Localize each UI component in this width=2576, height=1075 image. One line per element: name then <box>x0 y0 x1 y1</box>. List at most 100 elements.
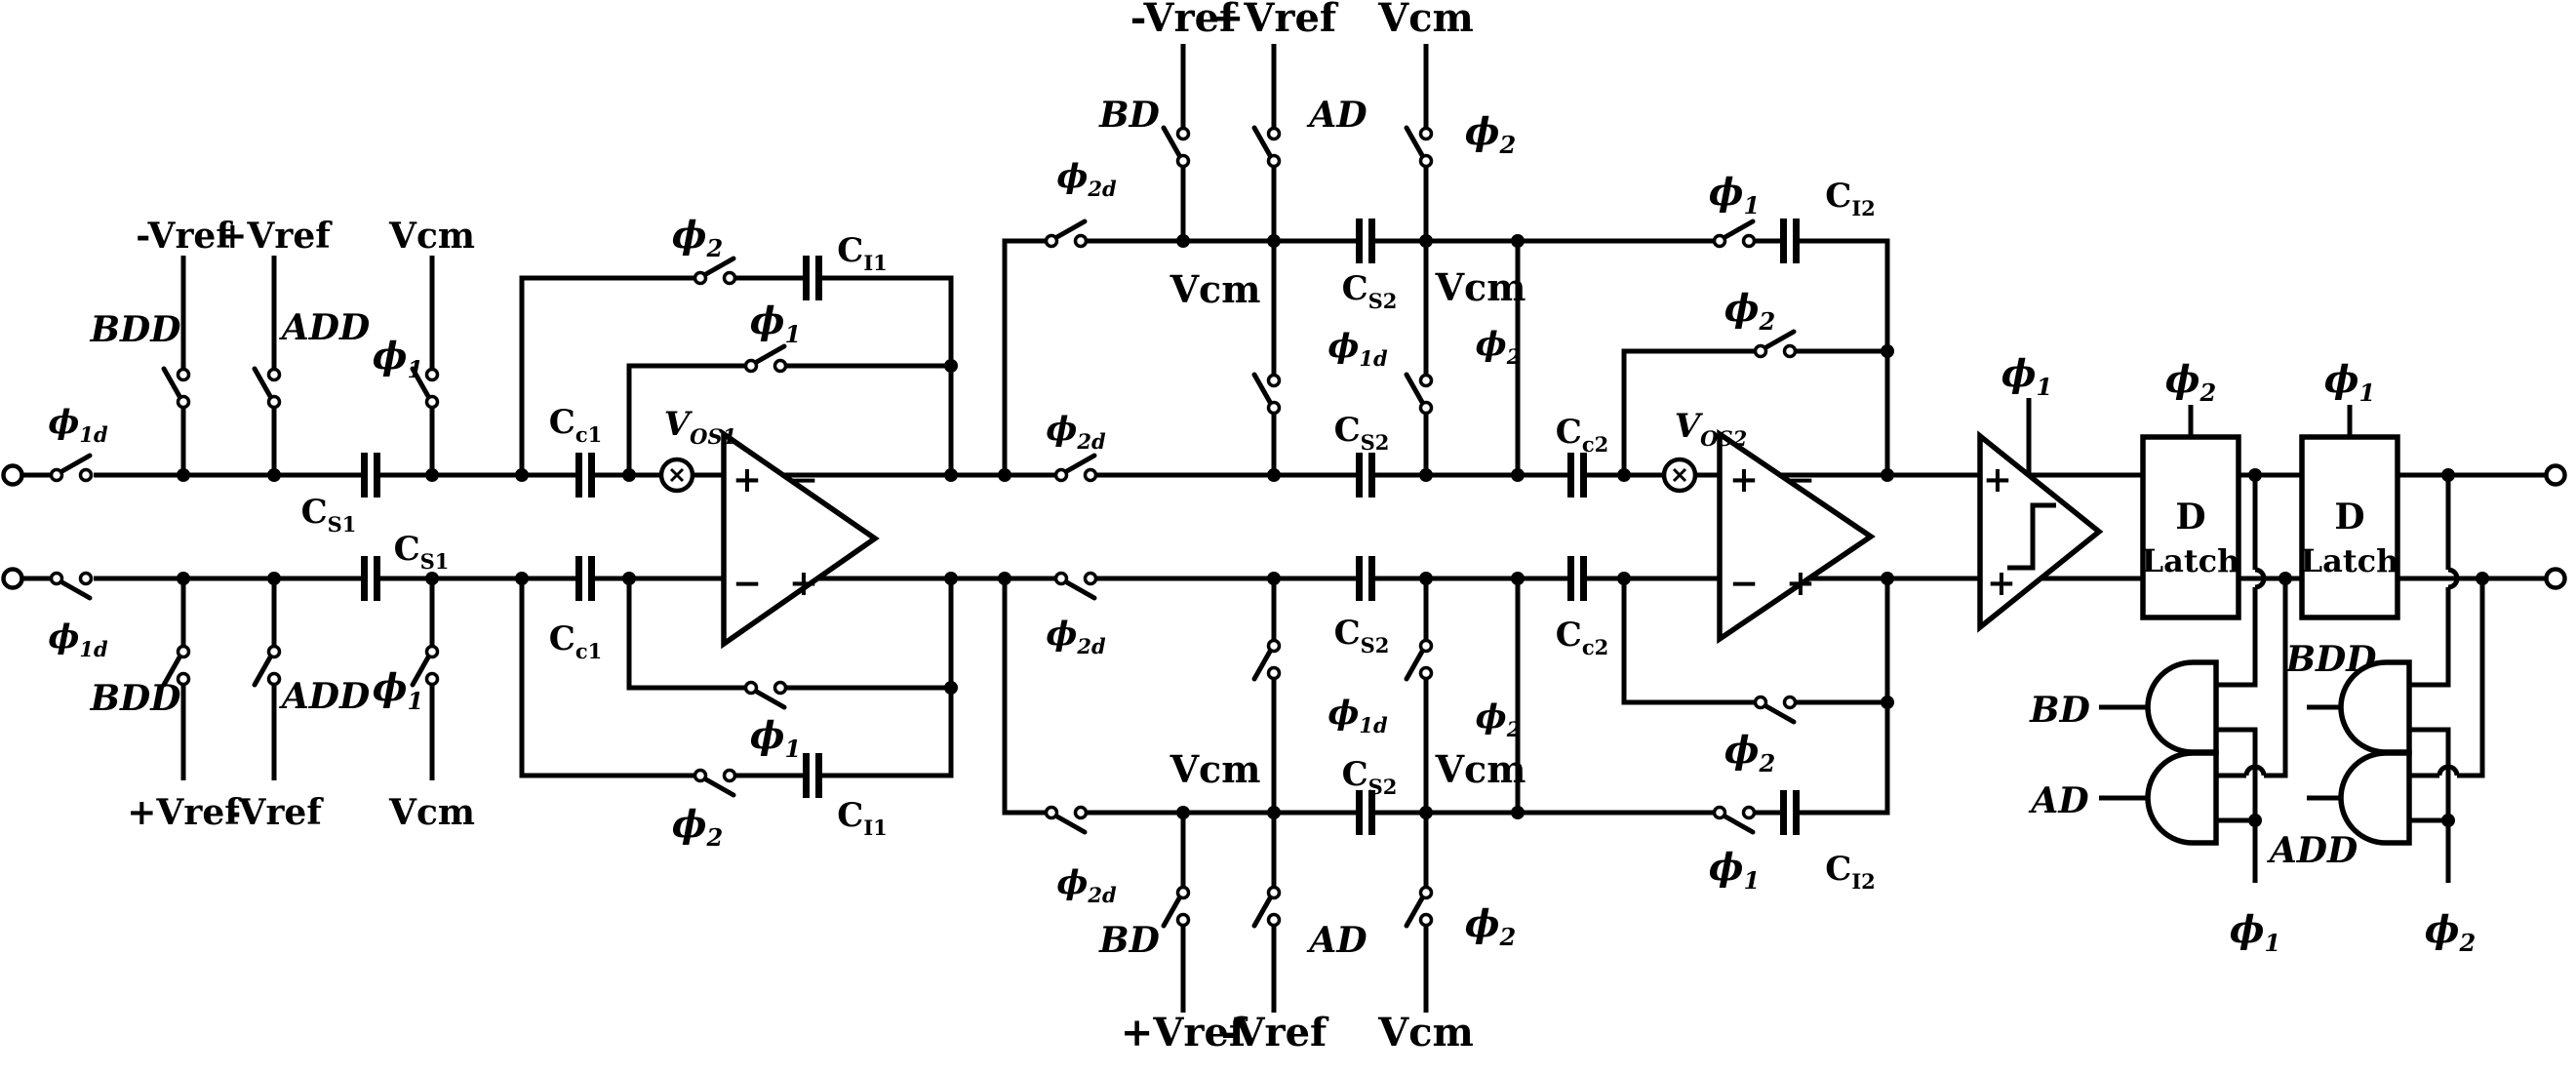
label-cc1-top-sub: c1 <box>575 422 602 447</box>
label-cc2-bot-sub: c2 <box>1582 635 1608 659</box>
switch-phi1-vcm1-top-contact-b <box>424 394 440 410</box>
mark-opamp2-out-minus: − <box>1786 459 1815 500</box>
wire-52 <box>1797 238 1890 475</box>
label-phi1d-vcm2-bot-sub: 1d <box>1359 713 1388 737</box>
label-phi1-latch2: ϕ1 <box>2324 357 2375 407</box>
label-phi1d-bot-text: ϕ <box>48 617 79 657</box>
junction-dot-21 <box>1881 468 1894 482</box>
label-cs2-bus-top-sub: S2 <box>1368 289 1398 313</box>
label-phi1d-top: ϕ1d <box>48 403 108 447</box>
comparator-hysteresis-icon <box>2007 502 2056 571</box>
label-phi2-fb2-bot-sub: 2 <box>1759 749 1776 777</box>
label-cc1-bot-sub: c1 <box>575 639 602 663</box>
junction-dot-35 <box>1617 572 1631 585</box>
label-phi1-fb1-bot-sub: 1 <box>785 735 802 763</box>
switch-phi2d-bus-bot-arm <box>1052 813 1088 835</box>
wire-80 <box>1621 348 1761 475</box>
label-vcm-mid-left-bot: Vcm <box>1169 747 1261 791</box>
switch-phi2d-rail-top-contact-a <box>1053 467 1069 483</box>
junction-dot-17 <box>1267 234 1281 248</box>
label-phi2-fb2-top: ϕ2 <box>1724 286 1775 336</box>
label-phi2-ref-bot-sub: 2 <box>1499 923 1517 951</box>
source-VOS1-mark <box>669 467 685 483</box>
label-phi2d-rail-top: ϕ2d <box>1046 410 1106 454</box>
mark-opamp2-in-minus-text: − <box>1729 563 1759 604</box>
label-neg-vref-s2-top: -Vref <box>1130 0 1239 41</box>
terminal-output-bottom <box>2544 567 2567 590</box>
label-vcm-s1-top-text: Vcm <box>388 216 475 257</box>
label-vos1: VOS1 <box>664 405 736 449</box>
label-ad-gate-text: AD <box>2028 780 2088 821</box>
label-phi1-bus-bot-text: ϕ <box>1709 845 1744 889</box>
switch-phi2-ref-top-contact-a <box>1418 126 1434 141</box>
label-phi2-fb1-top-sub: 2 <box>706 234 724 262</box>
label-latch1-d: D <box>2175 497 2205 538</box>
label-add-sw-bot: ADD <box>279 676 370 717</box>
label-phi2-ref-top-sub: 2 <box>1499 131 1517 159</box>
switch-AD-bot-contact-b <box>1266 912 1282 928</box>
label-latch2-d: D <box>2334 497 2364 538</box>
label-ad-sw-bot-text: AD <box>1306 920 1367 961</box>
label-cs2-rail-bot-sub: S2 <box>1361 633 1390 657</box>
label-neg-vref-s1-bot: -Vref <box>226 792 324 833</box>
switch-phi1d-vcm2-bot-arm <box>1251 647 1274 682</box>
mark-opamp1-out-minus: − <box>789 459 818 500</box>
label-phi1d-vcm2-bot: ϕ1d <box>1328 694 1388 737</box>
label-add-sw-bot-text: ADD <box>279 676 370 717</box>
label-ad-sw-top: AD <box>1306 95 1367 136</box>
switch-BDD-bot-contact-a <box>176 644 191 659</box>
junction-dot-27 <box>1267 806 1281 819</box>
label-cc1-top: Cc1 <box>549 403 602 447</box>
switch-phi2-fb2-top-arm <box>1762 329 1797 351</box>
wire-89 <box>2216 727 2258 883</box>
mark-comparator-plus-bottom: + <box>1987 563 2016 604</box>
label-phi1-vcm1-bot-text: ϕ <box>373 665 408 709</box>
junction-dot-41 <box>2441 814 2455 827</box>
mark-opamp1-in-minus-text: − <box>733 563 762 604</box>
junction-dot-10 <box>425 572 439 585</box>
switch-phi2-ref-bot-contact-a <box>1418 885 1434 900</box>
switch-phi1d-vcm2-top-arm <box>1251 372 1274 407</box>
switch-phi1-vcm1-bot-contact-a <box>424 644 440 659</box>
label-ci2-bot: CI2 <box>1825 850 1876 894</box>
label-cs2-bus-bot: CS2 <box>1342 755 1398 799</box>
label-phi2d-bus-bot: ϕ2d <box>1056 863 1117 907</box>
wire-95 <box>2409 727 2451 883</box>
mark-opamp1-out-plus-text: + <box>789 563 818 604</box>
label-pos-vref-s2-top-text: +Vref <box>1211 0 1339 41</box>
junction-dot-14 <box>998 572 1011 585</box>
label-cc2-top: Cc2 <box>1556 413 1608 457</box>
label-phi2d-bus-top-text: ϕ <box>1056 157 1088 196</box>
switch-phi2d-rail-bot-contact-a <box>1053 571 1069 586</box>
label-ci1-top-text: C <box>837 231 863 270</box>
switch-phi1-bus-top-contact-a <box>1712 233 1727 249</box>
label-phi2d-rail-bot-sub: 2d <box>1076 634 1106 658</box>
switch-BDD-top-contact-a <box>176 367 191 382</box>
label-phi2-fb1-bot-text: ϕ <box>672 802 707 846</box>
switch-phi1-fb1-bot-contact-b <box>773 680 788 696</box>
label-phi2d-rail-top-sub: 2d <box>1076 429 1106 454</box>
mark-opamp2-out-plus: + <box>1786 563 1815 604</box>
switch-phi2d-bus-bot-contact-b <box>1073 805 1089 820</box>
label-phi1-gates-sub: 1 <box>2265 929 2281 957</box>
label-ad-sw-top-text: AD <box>1306 95 1367 136</box>
switch-phi2d-rail-bot-arm <box>1062 578 1097 601</box>
junction-dot-28 <box>1419 806 1433 819</box>
label-phi2-ref-top-text: ϕ <box>1465 109 1500 153</box>
switch-phi1d-vcm2-top-contact-a <box>1266 373 1282 388</box>
label-latch2-latch: Latch <box>2301 542 2399 579</box>
switch-AD-top-arm <box>1251 125 1274 160</box>
label-phi2-fb2-top-sub: 2 <box>1759 307 1776 336</box>
comparator <box>1977 430 2104 633</box>
junction-dot-0 <box>177 468 190 482</box>
label-phi2-gates: ϕ2 <box>2425 907 2476 957</box>
switch-phi1d-bot-contact-b <box>78 571 94 586</box>
label-bd-sw-bot: BD <box>1098 920 1160 961</box>
switch-phi1-fb1-top-arm <box>752 343 787 366</box>
wire-94 <box>2409 587 2451 688</box>
label-phi1-vcm1-top-text: ϕ <box>373 334 408 378</box>
label-phi1-bus-bot-sub: 1 <box>1744 866 1761 895</box>
label-phi2-gates-sub: 2 <box>2459 929 2477 957</box>
label-phi1-bus-top-text: ϕ <box>1709 170 1744 214</box>
label-phi2-latch1-text: ϕ <box>2165 357 2200 401</box>
